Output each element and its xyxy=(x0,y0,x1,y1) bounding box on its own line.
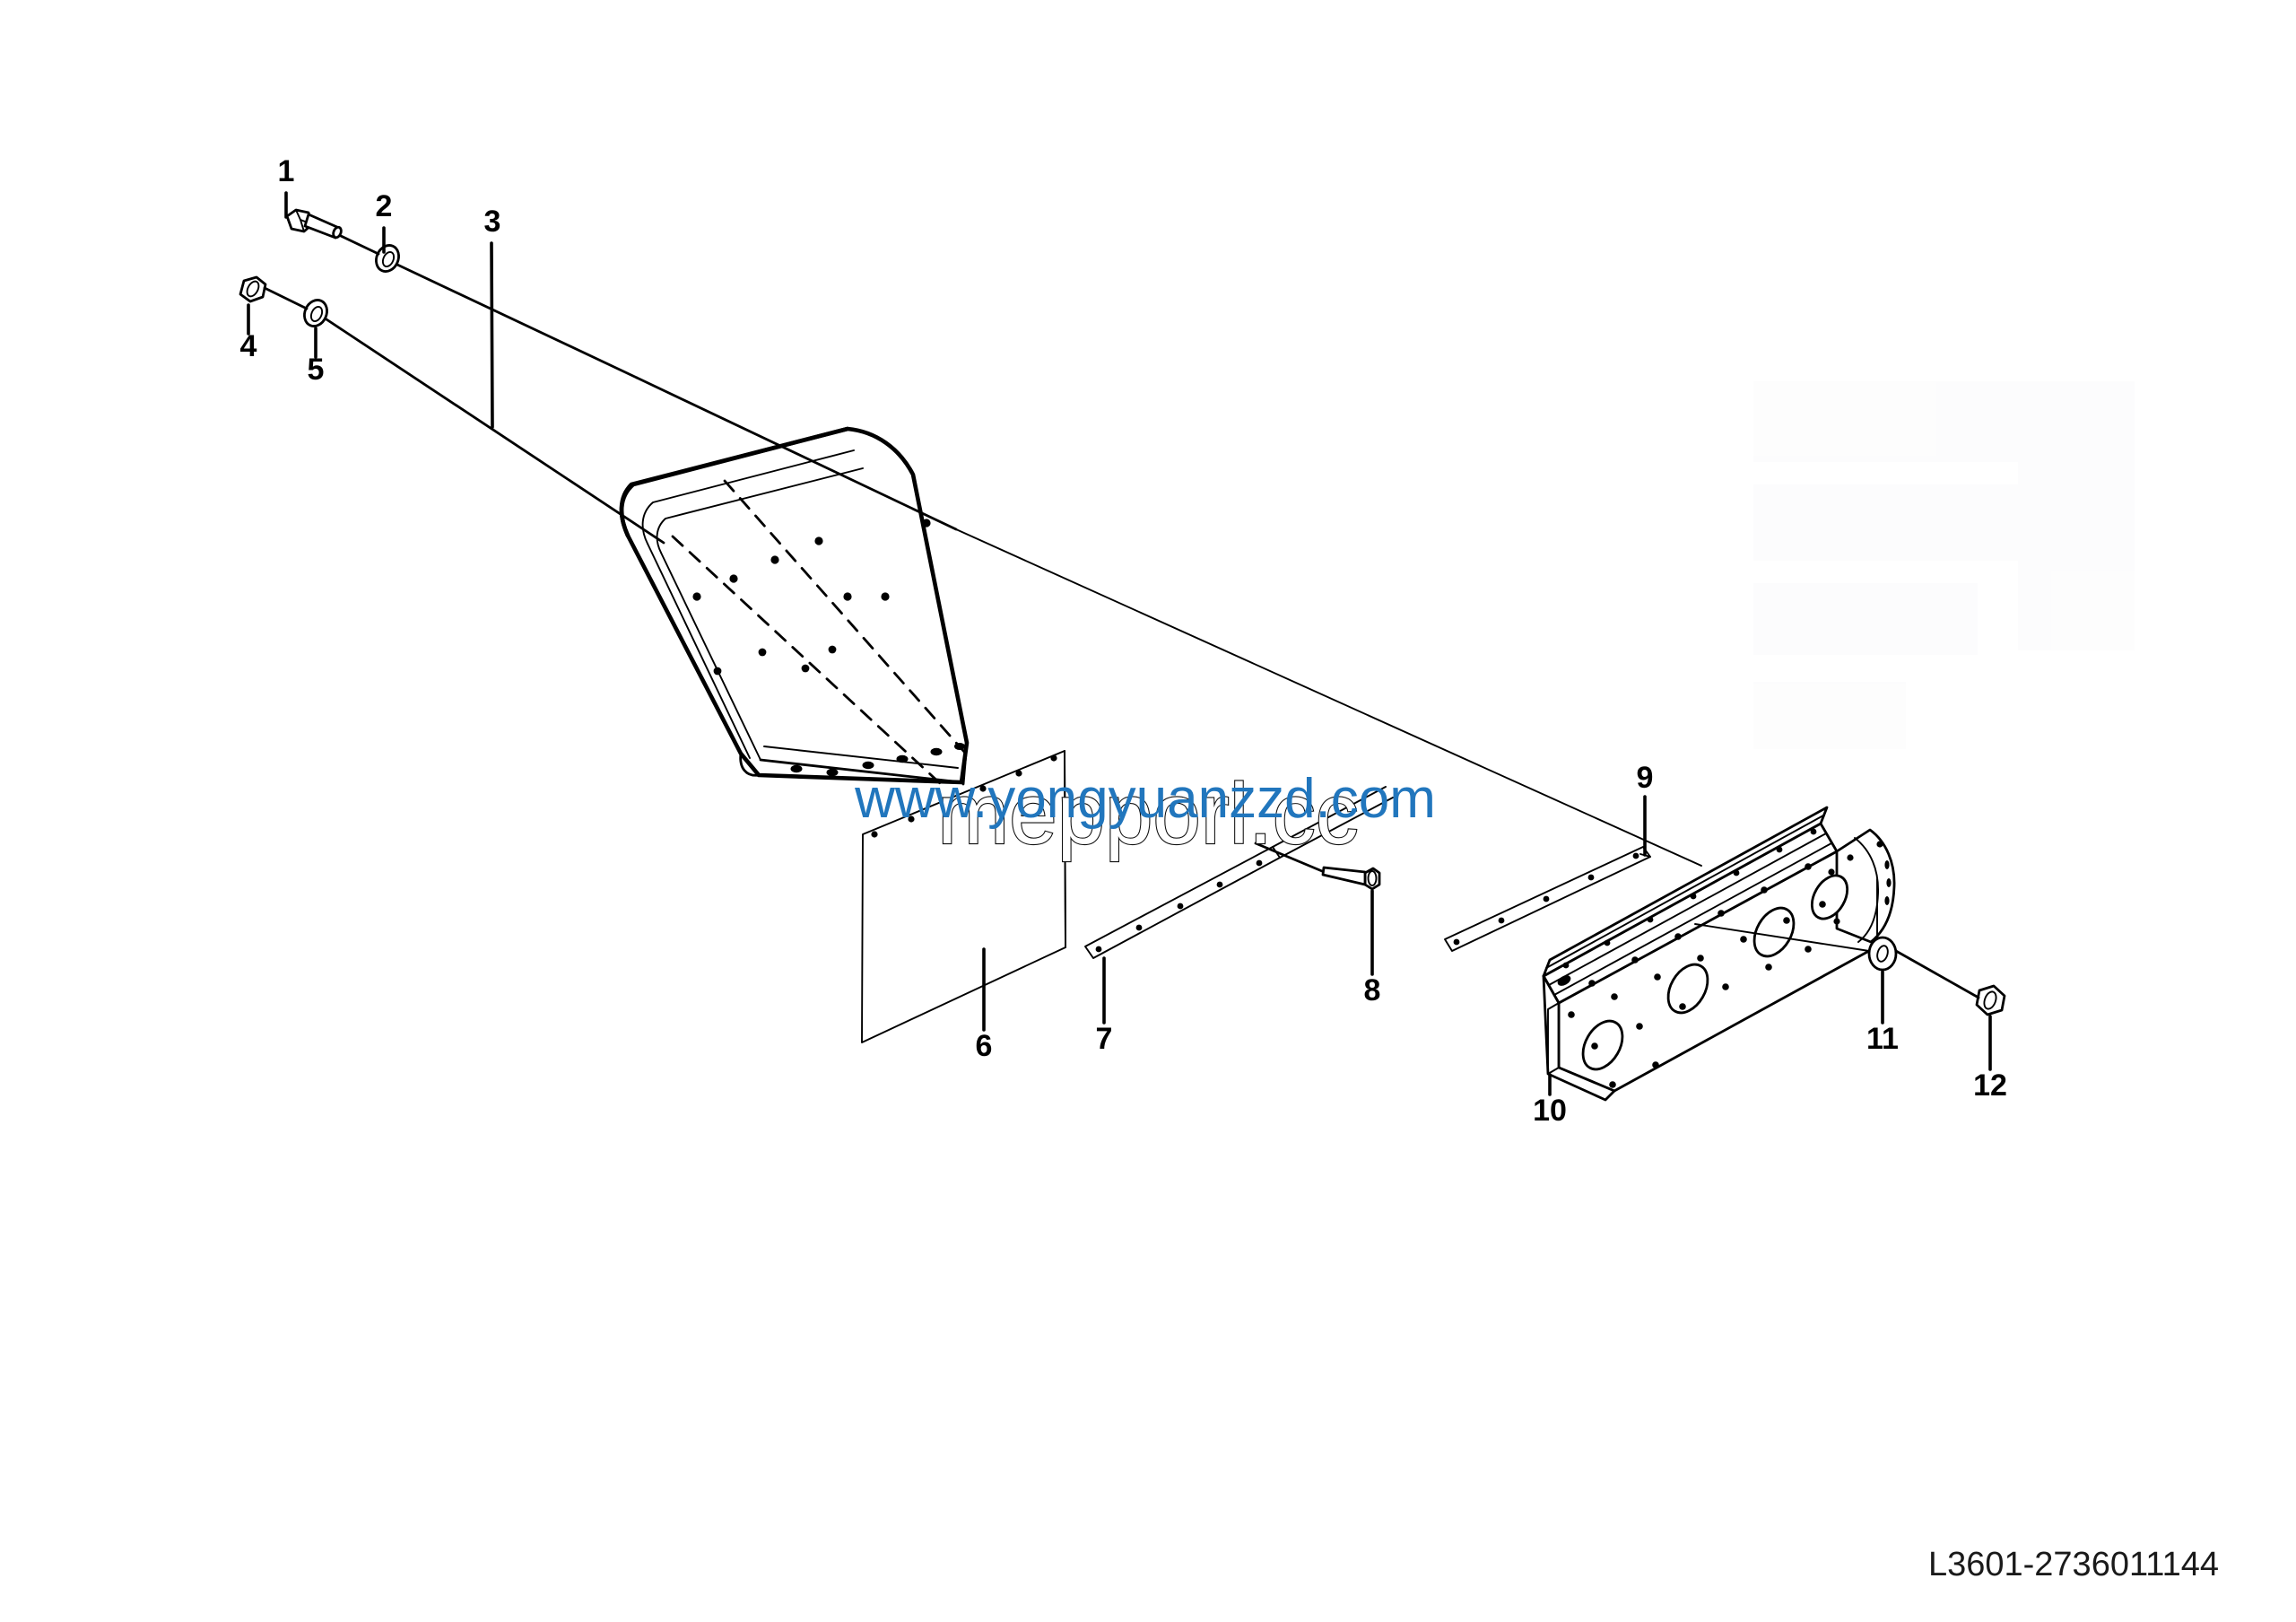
callout-11: 11 xyxy=(1866,1022,1899,1056)
assembly-line-top xyxy=(339,234,380,256)
background-watermark-pattern xyxy=(1753,381,2135,749)
assembly-line-lower-2 xyxy=(325,318,665,545)
watermark-outline: mepporl.cc xyxy=(937,766,1359,862)
part-8-hex-bolt xyxy=(1321,866,1381,891)
part-9-retainer-strip xyxy=(1444,846,1651,952)
part-1-hex-bolt xyxy=(285,208,343,240)
callout-1: 1 xyxy=(278,154,295,188)
watermark-blue-url: www.yongyuanzzd.com xyxy=(854,768,1436,830)
callout-8: 8 xyxy=(1364,973,1381,1007)
callout-9: 9 xyxy=(1637,761,1654,795)
assembly-line-top-4 xyxy=(955,528,1702,867)
assembly-line-right-2 xyxy=(1694,923,1870,952)
callout-4: 4 xyxy=(240,329,257,363)
drawing-part-number: L3601-2736011144 xyxy=(1928,1546,2219,1583)
part-11-flat-washer xyxy=(1867,936,1898,972)
assembly-line-lower xyxy=(263,286,309,310)
beam-web-holes xyxy=(1568,901,1826,1088)
part-12-hex-nut xyxy=(1975,984,2006,1016)
blade-flange-holes xyxy=(790,743,965,777)
callout-5: 5 xyxy=(308,353,325,387)
assembly-line-top-2 xyxy=(396,263,639,379)
part-2-flat-washer xyxy=(375,244,400,273)
part-6-rubber-flap xyxy=(861,750,1066,1043)
callout-labels: 1 2 3 4 5 6 7 8 9 10 11 12 xyxy=(240,154,2007,1128)
part-4-hex-nut xyxy=(239,275,267,303)
callout-12: 12 xyxy=(1973,1068,2007,1103)
callout-3: 3 xyxy=(484,205,501,239)
part-7-clamping-strip xyxy=(1084,786,1394,959)
callout-2: 2 xyxy=(376,189,393,223)
end-plate-side-slots xyxy=(1884,860,1892,905)
callout-7: 7 xyxy=(1096,1022,1113,1056)
part-5-flat-washer xyxy=(303,299,328,327)
beam-oval-holes xyxy=(1581,874,1849,1071)
part-3-moldboard-blade xyxy=(619,426,970,786)
assembly-line-top-3 xyxy=(635,376,958,531)
callout-leaders xyxy=(247,191,1992,1096)
assembly-line-right xyxy=(1894,949,1980,999)
part-10-cutting-edge-beam xyxy=(1542,806,1896,1102)
beam-flange-holes xyxy=(1588,863,1812,987)
assembly-line-bolt8 xyxy=(1254,842,1324,873)
callout-6: 6 xyxy=(976,1029,993,1063)
beam-rail-holes xyxy=(1562,828,1817,969)
blade-face-holes xyxy=(692,519,931,676)
callout-10: 10 xyxy=(1533,1094,1567,1128)
